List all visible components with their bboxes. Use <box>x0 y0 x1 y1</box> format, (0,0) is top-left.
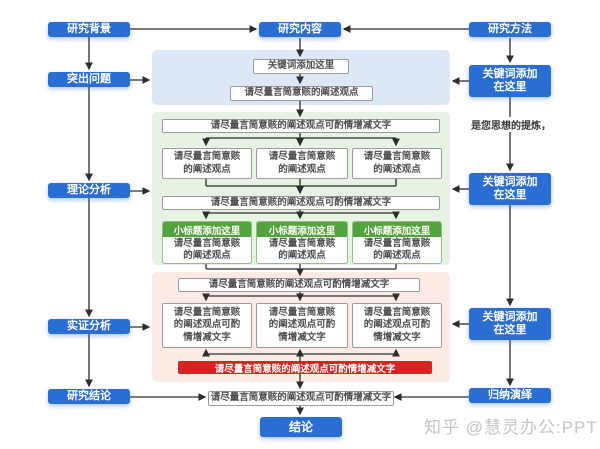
node-research-conclusion: 研究结论 <box>48 389 130 404</box>
pink-row-box-1: 请尽量言简意赅 的阐述观点可酌 情增减文字 <box>162 303 252 348</box>
pink-row-box-3: 请尽量言简意赅 的阐述观点可酌 情增减文字 <box>352 303 442 348</box>
node-highlight-problem: 突出问题 <box>48 72 130 87</box>
green-row-box-3: 请尽量言简意赅 的阐述观点 <box>352 148 442 179</box>
subtitle-box-2: 小标题添加这里 请尽量言简意赅 的阐述观点 <box>256 221 348 264</box>
statement-box: 请尽量言简意赅的阐述观点 <box>230 86 373 101</box>
subtitle-body: 请尽量言简意赅 的阐述观点 <box>173 237 241 262</box>
annotation-note: 是您思想的提炼， <box>468 117 554 132</box>
pink-row-box-2: 请尽量言简意赅 的阐述观点可酌 情增减文字 <box>256 303 348 348</box>
subtitle-header: 小标题添加这里 <box>353 222 441 237</box>
node-theoretical-analysis: 理论分析 <box>48 183 130 198</box>
node-conclusion: 结论 <box>260 417 342 437</box>
node-induction-deduction: 归纳演绎 <box>469 388 551 403</box>
green-row-box-2: 请尽量言简意赅 的阐述观点 <box>256 148 348 179</box>
keyword-placeholder-box: 关键词添加这里 <box>253 59 349 74</box>
node-keyword-2: 关键词添加 在这里 <box>469 173 551 205</box>
zhihu-watermark: 知乎 @慧灵办公:PPT <box>424 418 598 437</box>
green-long-box-top: 请尽量言简意赅的阐述观点可酌情增减文字 <box>162 119 440 133</box>
pink-long-box: 请尽量言简意赅的阐述观点可酌情增减文字 <box>178 278 420 292</box>
node-empirical-analysis: 实证分析 <box>48 319 130 334</box>
subtitle-box-1: 小标题添加这里 请尽量言简意赅 的阐述观点 <box>162 221 252 264</box>
highlight-red-box: 请尽量言简意赅的阐述观点可酌情增减文字 <box>178 361 432 375</box>
node-research-method: 研究方法 <box>469 22 551 37</box>
subtitle-header: 小标题添加这里 <box>163 222 251 237</box>
summary-box: 请尽量言简意赅的阐述观点可酌情增减文字 <box>208 391 394 406</box>
green-long-box-bottom: 请尽量言简意赅的阐述观点可酌情增减文字 <box>162 196 440 210</box>
green-row-box-1: 请尽量言简意赅 的阐述观点 <box>162 148 252 179</box>
node-research-content: 研究内容 <box>259 22 341 37</box>
subtitle-header: 小标题添加这里 <box>257 222 347 237</box>
subtitle-body: 请尽量言简意赅 的阐述观点 <box>268 237 336 262</box>
subtitle-body: 请尽量言简意赅 的阐述观点 <box>363 237 431 262</box>
node-keyword-1: 关键词添加 在这里 <box>469 65 551 97</box>
node-keyword-3: 关键词添加 在这里 <box>469 308 551 340</box>
subtitle-box-3: 小标题添加这里 请尽量言简意赅 的阐述观点 <box>352 221 442 264</box>
node-research-background: 研究背景 <box>48 22 130 37</box>
